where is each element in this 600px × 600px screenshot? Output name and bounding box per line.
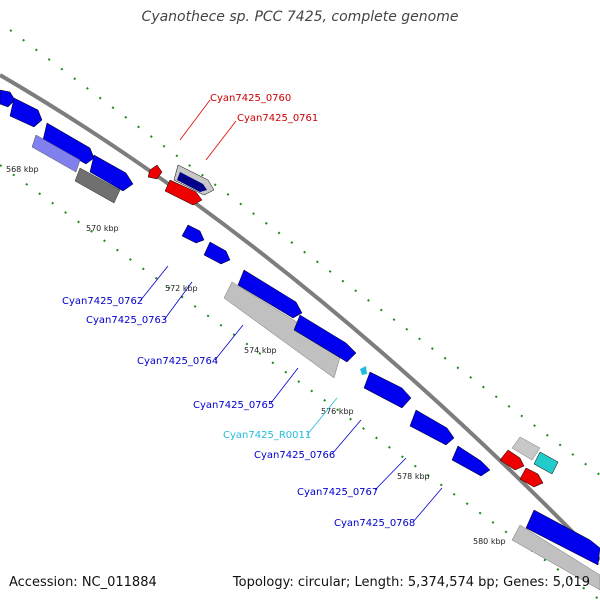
- gene-block-0760-0761: [147, 164, 215, 206]
- gene-label-0763[interactable]: Cyan7425_0763: [86, 315, 168, 326]
- gene-label-0762[interactable]: Cyan7425_0762: [62, 296, 144, 307]
- leader-line: [163, 281, 193, 321]
- gene-0760: [147, 164, 163, 180]
- tick-label: 568 kbp: [6, 165, 39, 174]
- gene-label-0765[interactable]: Cyan7425_0765: [193, 400, 275, 411]
- gene-red-right-1: [499, 449, 525, 471]
- tick-label: 570 kbp: [86, 224, 119, 233]
- tick-label: 572 kbp: [165, 284, 198, 293]
- gene-pseudo-right: [511, 436, 541, 461]
- tick-label: 578 kbp: [397, 472, 430, 481]
- gene-0759b: [89, 154, 134, 192]
- gene-label-0761[interactable]: Cyan7425_0761: [237, 113, 319, 124]
- gene-0765: [293, 314, 357, 363]
- tick-label: 574 kbp: [244, 346, 277, 355]
- leader-line: [412, 487, 443, 523]
- gene-label-0766[interactable]: Cyan7425_0766: [254, 450, 336, 461]
- leader-line: [306, 397, 338, 436]
- genome-backbone: [0, 73, 600, 562]
- gene-0758: [9, 97, 43, 128]
- tick-label: 580 kbp: [473, 537, 506, 546]
- gene-label-0764[interactable]: Cyan7425_0764: [137, 356, 219, 367]
- gene-pseudo-right-2: [511, 524, 600, 591]
- gene-0767: [409, 409, 455, 446]
- gene-blue-right: [525, 509, 600, 566]
- accession-text: Accession: NC_011884: [9, 575, 157, 590]
- leader-line: [205, 120, 237, 161]
- gene-label-0768[interactable]: Cyan7425_0768: [334, 518, 416, 529]
- gene-label-0760[interactable]: Cyan7425_0760: [210, 93, 292, 104]
- leader-line: [214, 324, 244, 361]
- gene-0757: [0, 89, 16, 108]
- leader-lines: [139, 99, 443, 523]
- leader-line: [374, 457, 407, 491]
- genome-title: Cyanothece sp. PCC 7425, complete genome: [141, 9, 459, 25]
- gene-0763: [203, 241, 231, 265]
- gene-pseudo-568: [31, 134, 81, 173]
- gene-0764: [237, 269, 303, 319]
- gene-label-0767[interactable]: Cyan7425_0767: [297, 487, 379, 498]
- leader-line: [139, 265, 169, 302]
- genome-summary-text: Topology: circular; Length: 5,374,574 bp…: [232, 575, 590, 590]
- gene-pseudo-569: [74, 167, 121, 204]
- gene-block-0762-0768: [181, 224, 491, 477]
- gene-red-right-2: [519, 467, 544, 488]
- gene-0768: [451, 445, 491, 477]
- leader-line: [270, 367, 299, 404]
- gene-label-R0011[interactable]: Cyan7425_R0011: [223, 430, 312, 441]
- gene-block-right: [499, 436, 600, 591]
- gene-0759a: [42, 122, 95, 165]
- gene-0762: [181, 224, 205, 244]
- tick-label: 576 kbp: [321, 407, 354, 416]
- gene-0761-inner: [177, 172, 207, 192]
- gene-0766: [363, 371, 412, 409]
- gene-0761-red: [164, 179, 203, 206]
- gene-block-cluster-left: [0, 89, 134, 204]
- gene-R0011: [360, 366, 367, 375]
- gene-ncrna-right: [533, 451, 559, 475]
- leader-line: [179, 99, 211, 141]
- tick-dots-outer: [9, 29, 600, 476]
- leader-line: [331, 419, 362, 455]
